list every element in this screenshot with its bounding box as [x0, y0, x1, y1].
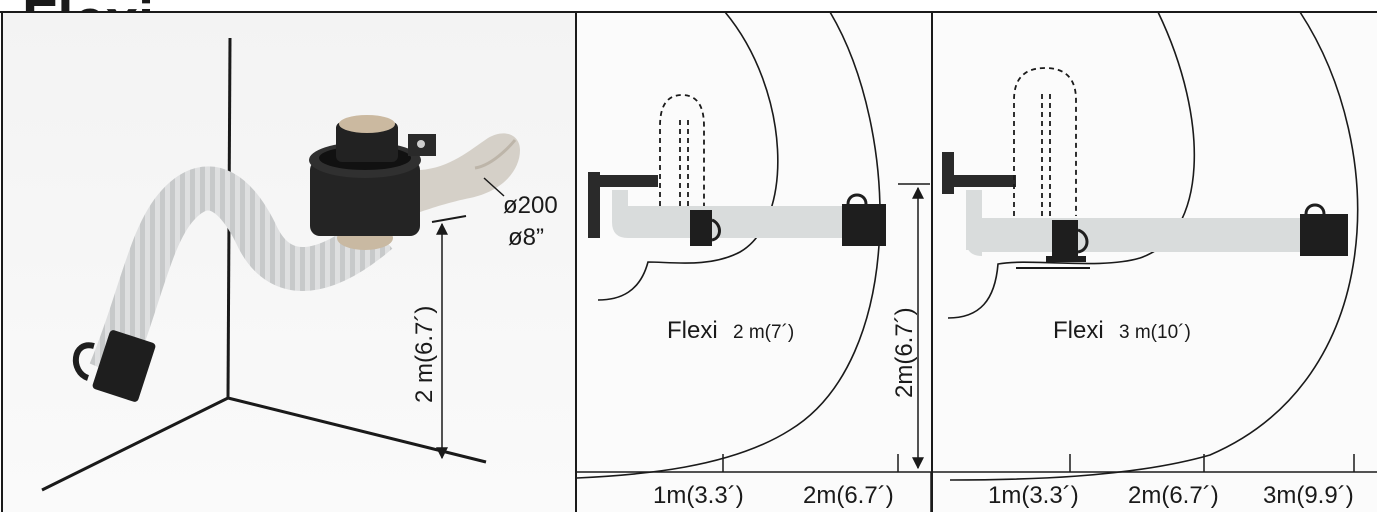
nozzle-extended-3m [1300, 214, 1348, 256]
flexi-2m-label-length: 2 m(7´) [733, 322, 794, 343]
header-title-text: Flexi [22, 0, 154, 53]
nozzle-folded-3m [1052, 220, 1078, 260]
wall-bracket-plate [588, 172, 600, 238]
flexi-3m-label-length: 3 m(10´) [1119, 322, 1191, 343]
coverage-arc-outer-3m [949, 11, 1359, 481]
height-dimension-label-2m: 2m(6.7´) [891, 307, 918, 398]
coverage-arc-inner [597, 11, 779, 301]
hose-pipe-extended [612, 190, 842, 238]
nozzle-folded [690, 210, 712, 246]
hose-folded-loop-3m [1013, 67, 1077, 216]
axis-label-3m-3m: 3m(9.9´) [1263, 482, 1354, 509]
flexi-3m-label-main: Flexi [1053, 317, 1104, 344]
hose-folded-loop [659, 94, 705, 206]
diameter-leader-line [483, 177, 505, 197]
panel-install: ø200 ø8” 2 m(6.7´) [3, 13, 575, 512]
wall-bracket-plate-3m [942, 152, 954, 194]
axis-label-3m-1m: 1m(3.3´) [988, 482, 1079, 509]
panel-flexi-2m: Flexi 2 m(7´) 2m(6.7´) 1m(3.3´) 2m(6.7´) [576, 11, 931, 512]
wall-bracket-arm [600, 175, 658, 187]
hose-pipe-extended-3m [982, 218, 1312, 252]
height-dimension-label: 2 m(6.7´) [411, 306, 438, 403]
axis-label-3m-2m: 2m(6.7´) [1128, 482, 1219, 509]
diameter-mm-label: ø200 [503, 192, 558, 219]
axis-label-1m: 1m(3.3´) [653, 482, 744, 509]
ceiling-fan-device [309, 115, 520, 250]
panel-flexi-3m: Flexi 3 m(10´) 1m(3.3´) 2m(6.7´) 3m(9.9´… [933, 11, 1377, 512]
axis-label-2m: 2m(6.7´) [803, 482, 894, 509]
flexi-2m-label-main: Flexi [667, 317, 718, 344]
flexi-hose [89, 166, 393, 381]
hose-pipe-drop-3m [966, 190, 982, 250]
wall-bracket-arm-3m [954, 175, 1016, 187]
coverage-arc-inner-3m [947, 11, 1196, 319]
coverage-arc-outer [576, 11, 881, 479]
nozzle-extended [842, 204, 886, 246]
header-title: Flexi [22, 0, 154, 53]
diameter-inch-label: ø8” [508, 224, 544, 251]
panel-flexi-2m-background [577, 13, 931, 512]
room-floor-left-edge [41, 396, 229, 492]
hose-nozzle [72, 330, 156, 402]
panel-flexi-3m-background [933, 13, 1377, 512]
height-ref-line [431, 215, 467, 223]
